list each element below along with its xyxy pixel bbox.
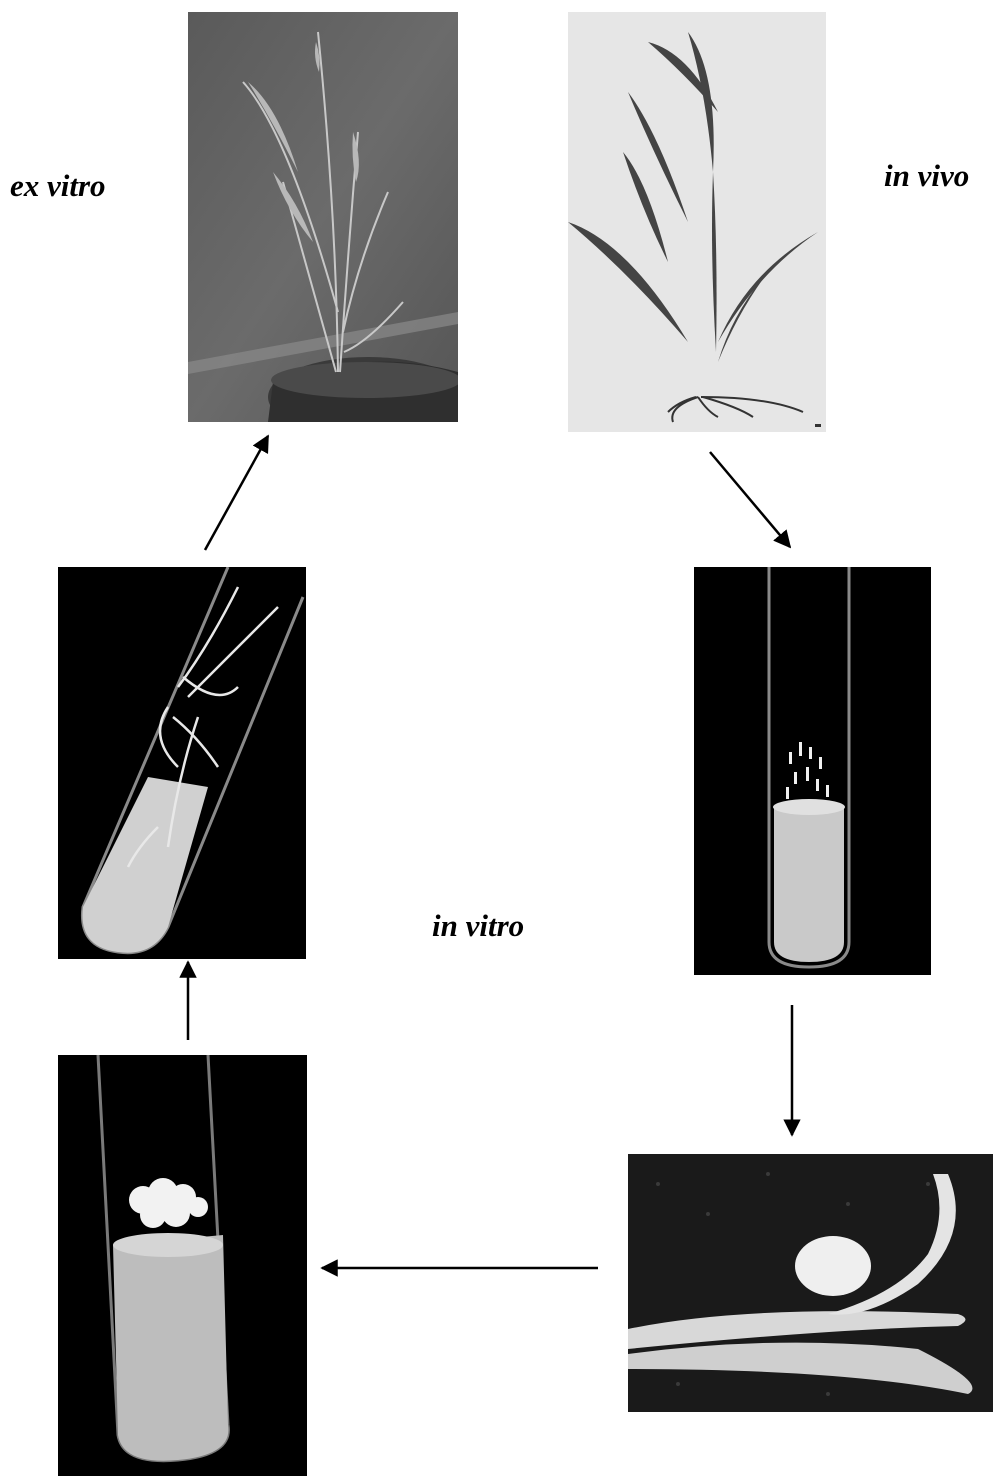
explants-in-tube-photo (694, 567, 931, 975)
in-vivo-label: in vivo (884, 160, 969, 191)
in-vitro-label: in vitro (432, 910, 524, 941)
grass-plant-photo (568, 12, 826, 432)
callus-in-tube-photo (58, 1055, 307, 1476)
potted-plant-photo (188, 12, 458, 422)
callus-on-seedling-photo (628, 1154, 993, 1412)
rooted-shoots-in-tube-photo (58, 567, 306, 959)
ex-vitro-label: ex vitro (10, 170, 106, 201)
arrow-in-vivo-to-explants (710, 452, 790, 547)
arrow-rooted-shoots-to-potted-plant (205, 436, 268, 550)
